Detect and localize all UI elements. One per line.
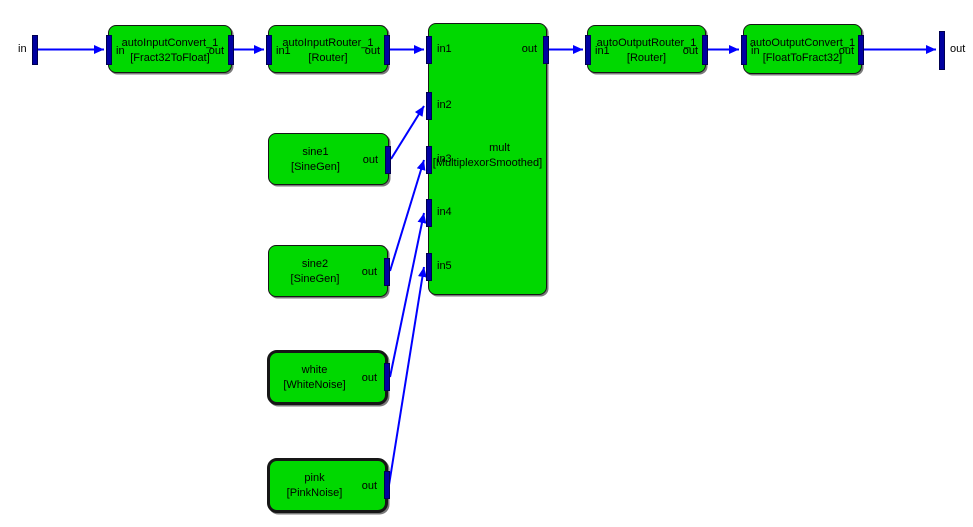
block-name: autoInputRouter_1 <box>282 37 374 49</box>
block-label: autoInputConvert_1 [Fract32ToFloat] <box>109 36 231 66</box>
block-label: sine2 [SineGen] <box>269 257 387 287</box>
pin-out[interactable] <box>384 471 390 499</box>
pin-in[interactable] <box>106 35 112 65</box>
block-name: mult <box>489 142 510 154</box>
block-name: pink <box>304 472 325 484</box>
pin-label-out: out <box>682 45 698 58</box>
block-name: autoOutputConvert_1 <box>749 37 856 49</box>
block-autoInputRouter[interactable]: autoInputRouter_1 [Router] in1 out <box>266 25 390 73</box>
pin-out[interactable] <box>702 35 708 65</box>
pin-in1[interactable] <box>426 36 432 64</box>
block-type: [MultiplexorSmoothed] <box>432 157 543 169</box>
block-label: pink [PinkNoise] <box>270 471 385 501</box>
block-autoInputConvert[interactable]: autoInputConvert_1 [Fract32ToFloat] in o… <box>106 25 234 73</box>
block-type: [FloatToFract32] <box>762 52 843 64</box>
external-output-label: out <box>950 43 966 55</box>
wire-pink-to-mult-in5[interactable] <box>388 266 427 486</box>
block-type: [SineGen] <box>291 161 340 173</box>
block-mult[interactable]: in1 in2 in3 in4 in5 out mult [Multiplexo… <box>426 23 549 295</box>
wire-white-to-mult-in4[interactable] <box>389 212 427 378</box>
block-label: mult [MultiplexorSmoothed] <box>429 141 546 171</box>
block-type: [SineGen] <box>290 273 340 285</box>
pin-in1[interactable] <box>585 35 591 65</box>
pin-in[interactable] <box>741 35 747 65</box>
pin-label-in1: in1 <box>437 43 452 55</box>
block-type: [Router] <box>308 52 348 64</box>
block-autoOutputRouter[interactable]: autoOutputRouter_1 [Router] in1 out <box>585 25 708 73</box>
block-name: sine1 <box>302 146 329 158</box>
block-label: autoOutputConvert_1 [FloatToFract32] <box>744 36 861 66</box>
pin-label-out: out <box>521 43 537 55</box>
block-pink[interactable]: pink [PinkNoise] out <box>267 458 390 513</box>
block-label: autoInputRouter_1 [Router] <box>269 36 387 66</box>
block-sine1[interactable]: sine1 [SineGen] out <box>268 133 391 185</box>
wire-sine2-to-mult-in3[interactable] <box>389 159 426 272</box>
block-autoOutputConvert[interactable]: autoOutputConvert_1 [FloatToFract32] in … <box>741 24 864 74</box>
pin-label-in1: in1 <box>276 45 291 58</box>
block-label: sine1 [SineGen] <box>269 145 388 175</box>
pin-label-out: out <box>208 45 224 58</box>
block-name: white <box>301 364 328 376</box>
pin-label-out: out <box>361 266 377 278</box>
pin-out[interactable] <box>384 258 390 286</box>
pin-out[interactable] <box>384 363 390 391</box>
block-label: white [WhiteNoise] <box>270 363 385 393</box>
pin-in2[interactable] <box>426 92 432 120</box>
block-type: [PinkNoise] <box>286 487 343 499</box>
external-input-label: in <box>18 43 27 55</box>
pin-label-in3: in3 <box>437 153 452 165</box>
pin-in3[interactable] <box>426 146 432 174</box>
pin-label-in2: in2 <box>437 99 452 111</box>
pin-out[interactable] <box>384 35 390 65</box>
pin-label-in5: in5 <box>437 260 452 272</box>
block-type: [Fract32ToFloat] <box>130 52 210 64</box>
pin-label-out: out <box>361 372 377 384</box>
pin-label-out: out <box>838 45 854 58</box>
pin-label-in1: in1 <box>595 45 610 58</box>
block-type: [WhiteNoise] <box>283 379 346 391</box>
pin-out[interactable] <box>385 146 391 174</box>
block-white[interactable]: white [WhiteNoise] out <box>267 350 390 405</box>
wire-sine1-to-mult-in2[interactable] <box>390 105 425 160</box>
block-sine2[interactable]: sine2 [SineGen] out <box>268 245 390 297</box>
external-input-pin[interactable] <box>32 35 38 65</box>
pin-out[interactable] <box>858 35 864 65</box>
pin-out[interactable] <box>543 36 549 64</box>
pin-in1[interactable] <box>266 35 272 65</box>
pin-label-in: in <box>116 45 125 58</box>
pin-out[interactable] <box>228 35 234 65</box>
pin-label-in4: in4 <box>437 206 452 218</box>
pin-label-out: out <box>362 154 378 166</box>
block-name: sine2 <box>301 258 329 270</box>
pin-label-in: in <box>751 45 760 58</box>
block-name: autoInputConvert_1 <box>121 37 219 49</box>
pin-label-out: out <box>364 45 380 58</box>
external-output-pin[interactable] <box>939 31 945 70</box>
pin-in5[interactable] <box>426 253 432 281</box>
block-type: [Router] <box>626 52 667 64</box>
pin-in4[interactable] <box>426 199 432 227</box>
pin-label-out: out <box>361 480 377 492</box>
block-name: autoOutputRouter_1 <box>596 37 697 49</box>
block-label: autoOutputRouter_1 [Router] <box>588 36 705 66</box>
